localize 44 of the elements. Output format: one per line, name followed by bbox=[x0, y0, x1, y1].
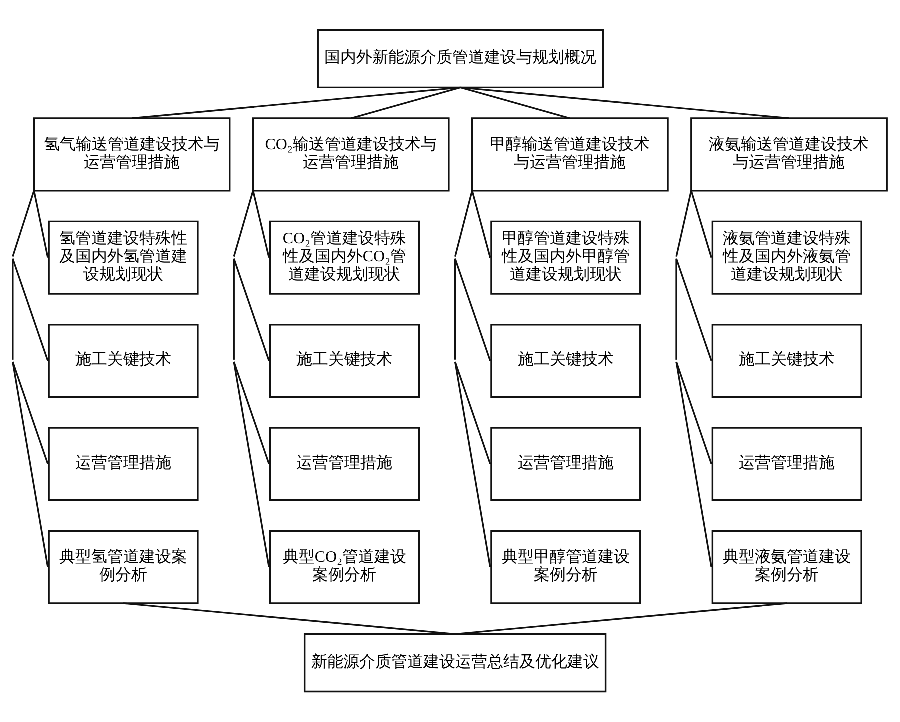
connector bbox=[454, 362, 492, 464]
node-box: 新能源介质管道建设运营总结及优化建议 bbox=[304, 633, 607, 693]
node-box: 施工关键技术 bbox=[269, 324, 420, 398]
connector bbox=[123, 602, 456, 636]
node-box: 施工关键技术 bbox=[490, 324, 642, 398]
connector bbox=[12, 258, 49, 362]
connector bbox=[252, 190, 270, 258]
node-box: 典型氢管道建设案例分析 bbox=[48, 530, 199, 604]
node-box: 运营管理措施 bbox=[712, 427, 862, 502]
connector bbox=[454, 190, 492, 568]
connector bbox=[454, 258, 492, 362]
connector bbox=[233, 362, 270, 464]
connector bbox=[676, 258, 712, 362]
node-box: CO₂输送管道建设技术与运营管理措施 bbox=[252, 118, 450, 192]
connector bbox=[132, 86, 461, 120]
node-box: 液氨管道建设特殊性及国内外液氨管道建设规划现状 bbox=[712, 220, 862, 295]
connector bbox=[676, 190, 712, 568]
connector bbox=[233, 258, 270, 362]
node-box: 运营管理措施 bbox=[269, 427, 420, 502]
connector bbox=[460, 86, 790, 120]
node-box: 国内外新能源介质管道建设与规划概况 bbox=[317, 29, 604, 89]
node-box: 甲醇管道建设特殊性及国内外甲醇管道建设规划现状 bbox=[490, 220, 642, 295]
connector bbox=[350, 86, 461, 120]
node-box: 氢管道建设特殊性及国内外氢管道建设规划现状 bbox=[48, 220, 199, 295]
node-box: 甲醇输送管道建设技术与运营管理措施 bbox=[471, 118, 669, 192]
connector bbox=[690, 190, 712, 258]
connector bbox=[33, 190, 49, 258]
node-box: 运营管理措施 bbox=[490, 427, 642, 502]
node-box: 施工关键技术 bbox=[712, 324, 862, 398]
connector bbox=[12, 190, 49, 568]
node-box: 典型液氨管道建设案例分析 bbox=[712, 530, 862, 604]
connector bbox=[460, 86, 570, 120]
connector bbox=[233, 190, 270, 568]
node-box: CO₂管道建设特殊性及国内外CO₂管道建设规划现状 bbox=[269, 220, 420, 295]
connector bbox=[455, 602, 788, 636]
connector bbox=[676, 362, 712, 464]
node-box: 典型CO₂管道建设案例分析 bbox=[269, 530, 420, 604]
node-box: 氢气输送管道建设技术与运营管理措施 bbox=[33, 118, 231, 192]
node-box: 典型甲醇管道建设案例分析 bbox=[490, 530, 642, 604]
node-box: 运营管理措施 bbox=[48, 427, 199, 502]
connector bbox=[472, 190, 492, 258]
node-box: 液氨输送管道建设技术与运营管理措施 bbox=[690, 118, 888, 192]
connector bbox=[12, 362, 49, 464]
node-box: 施工关键技术 bbox=[48, 324, 199, 398]
